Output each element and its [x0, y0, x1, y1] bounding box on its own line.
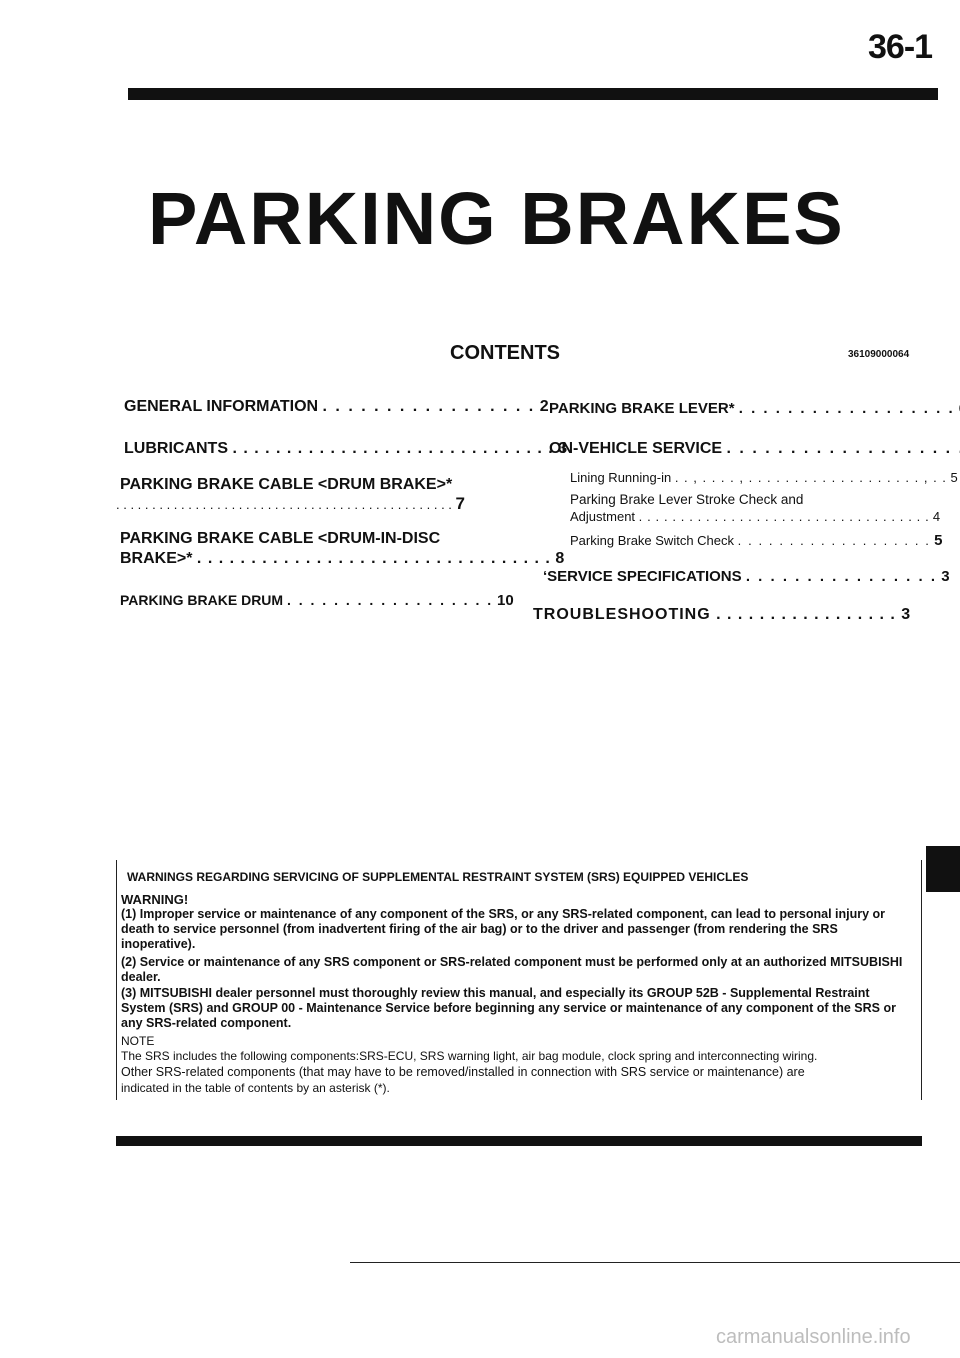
toc-entry-page: 7: [455, 494, 465, 513]
toc-entry-label: LUBRICANTS: [124, 440, 228, 457]
toc-entry-page: 3: [901, 606, 912, 623]
toc-leader-dots: . . . . . . . . . . . . . . . . . . . . …: [638, 509, 930, 524]
bottom-rule: [116, 1136, 922, 1146]
toc-entry-label: TROUBLESHOOTING: [533, 606, 711, 623]
toc-entry-cable-drum-brake-dots: . . . . . . . . . . . . . . . . . . . . …: [116, 494, 465, 514]
site-watermark: carmanualsonline.info: [716, 1326, 911, 1348]
warning-item-2: (2) Service or maintenance of any SRS co…: [121, 955, 903, 984]
toc-leader-dots: . . . . . . . . . . . . . . . . . .: [286, 592, 494, 608]
toc-entry-page: 3: [558, 440, 568, 457]
toc-entry-cable-drum-in-disc-cont[interactable]: BRAKE>* . . . . . . . . . . . . . . . . …: [120, 550, 564, 568]
toc-entry-cable-drum-in-disc[interactable]: PARKING BRAKE CABLE <DRUM-IN-DISC: [120, 530, 440, 548]
warning-item-1: (1) Improper service or maintenance of a…: [121, 907, 886, 951]
toc-entry-service-specifications[interactable]: ‘SERVICE SPECIFICATIONS . . . . . . . . …: [543, 568, 950, 585]
toc-entry-label: Adjustment: [570, 509, 636, 524]
toc-leader-dots: . . , . . . . , . . . . . . . . . . . . …: [674, 470, 947, 485]
warning-item-3: (3) MITSUBISHI dealer personnel must tho…: [121, 986, 896, 1030]
toc-leader-dots: . . . . . . . . . . . . . . . . .: [322, 398, 536, 415]
warning-heading: WARNINGS REGARDING SERVICING OF SUPPLEME…: [127, 870, 749, 884]
note-line-2: Other SRS-related components (that may h…: [121, 1065, 805, 1079]
toc-leader-dots: . . . . . . . . . . . . . . . . . . .: [737, 533, 931, 548]
toc-entry-label: Lining Running-in: [570, 470, 672, 485]
note-line-1: The SRS includes the following component…: [121, 1049, 818, 1063]
toc-entry-label: ‘SERVICE SPECIFICATIONS: [543, 568, 742, 585]
toc-leader-dots: . . . . . . . . . . . . . . . . . . . .: [726, 440, 960, 457]
note-line-3: indicated in the table of contents by an…: [121, 1081, 390, 1095]
toc-leader-dots: . . . . . . . . . . . . . . . . . . . . …: [232, 440, 554, 457]
page-title: PARKING BRAKES: [148, 177, 845, 260]
toc-leader-dots: . . . . . . . . . . . . . . . .: [745, 568, 938, 585]
toc-entry-label: Parking Brake Lever Stroke Check and: [570, 492, 804, 507]
toc-entry-page: 5: [934, 532, 943, 549]
page-number: 36-1: [868, 28, 933, 66]
toc-entry-lubricants[interactable]: LUBRICANTS . . . . . . . . . . . . . . .…: [124, 440, 567, 458]
toc-leader-dots: . . . . . . . . . . . . . . . . . . . . …: [196, 550, 551, 567]
toc-entry-label: PARKING BRAKE CABLE <DRUM BRAKE>*: [120, 476, 453, 493]
top-rule: [128, 88, 938, 100]
contents-heading: CONTENTS: [450, 342, 560, 364]
bottom-thin-rule: [350, 1262, 960, 1263]
toc-entry-page: 6: [959, 400, 960, 417]
toc-entry-page: 2: [539, 398, 549, 415]
toc-entry-page: 3: [941, 568, 950, 585]
warning-label: WARNING!: [121, 892, 189, 907]
toc-leader-dots: . . . . . . . . . . . . . . . . . . . . …: [116, 497, 452, 512]
srs-warning-box: WARNINGS REGARDING SERVICING OF SUPPLEME…: [116, 860, 922, 1100]
toc-entry-on-vehicle-service[interactable]: ON-VEHICLE SERVICE . . . . . . . . . . .…: [549, 440, 960, 458]
toc-entry-page: 5: [950, 470, 958, 485]
toc-entry-parking-brake-lever[interactable]: PARKING BRAKE LEVER* . . . . . . . . . .…: [549, 400, 960, 417]
toc-entry-label: BRAKE>*: [120, 550, 193, 567]
toc-entry-label: ON-VEHICLE SERVICE: [549, 440, 723, 457]
toc-entry-cable-drum-brake-label[interactable]: PARKING BRAKE CABLE <DRUM BRAKE>*: [120, 476, 452, 494]
toc-entry-label: GENERAL INFORMATION: [124, 398, 319, 415]
toc-leader-dots: . . . . . . . . . . . . . . . . . .: [738, 400, 955, 417]
section-tab-marker: [926, 846, 960, 892]
toc-entry-label: PARKING BRAKE CABLE <DRUM-IN-DISC: [120, 530, 441, 547]
note-label: NOTE: [121, 1034, 155, 1048]
toc-entry-label: PARKING BRAKE LEVER*: [549, 400, 735, 417]
toc-entry-label: Parking Brake Switch Check: [570, 533, 735, 548]
toc-entry-label: PARKING BRAKE DRUM: [120, 592, 284, 608]
toc-entry-page: 10: [497, 592, 514, 609]
document-code: 36109000064: [848, 349, 910, 360]
toc-entry-troubleshooting[interactable]: TROUBLESHOOTING . . . . . . . . . . . . …: [533, 606, 911, 624]
toc-subentry-lever-stroke-cont[interactable]: Adjustment . . . . . . . . . . . . . . .…: [570, 509, 940, 524]
toc-entry-parking-brake-drum[interactable]: PARKING BRAKE DRUM . . . . . . . . . . .…: [120, 592, 514, 609]
toc-entry-general-information[interactable]: GENERAL INFORMATION . . . . . . . . . . …: [124, 398, 549, 416]
toc-subentry-lining-running-in[interactable]: Lining Running-in . . , . . . . , . . . …: [570, 470, 958, 485]
toc-subentry-brake-switch-check[interactable]: Parking Brake Switch Check . . . . . . .…: [570, 532, 942, 549]
toc-entry-page: 8: [555, 550, 565, 567]
toc-leader-dots: . . . . . . . . . . . . . . . . .: [716, 606, 896, 623]
toc-entry-page: 4: [932, 509, 941, 524]
toc-subentry-lever-stroke[interactable]: Parking Brake Lever Stroke Check and: [570, 492, 803, 507]
